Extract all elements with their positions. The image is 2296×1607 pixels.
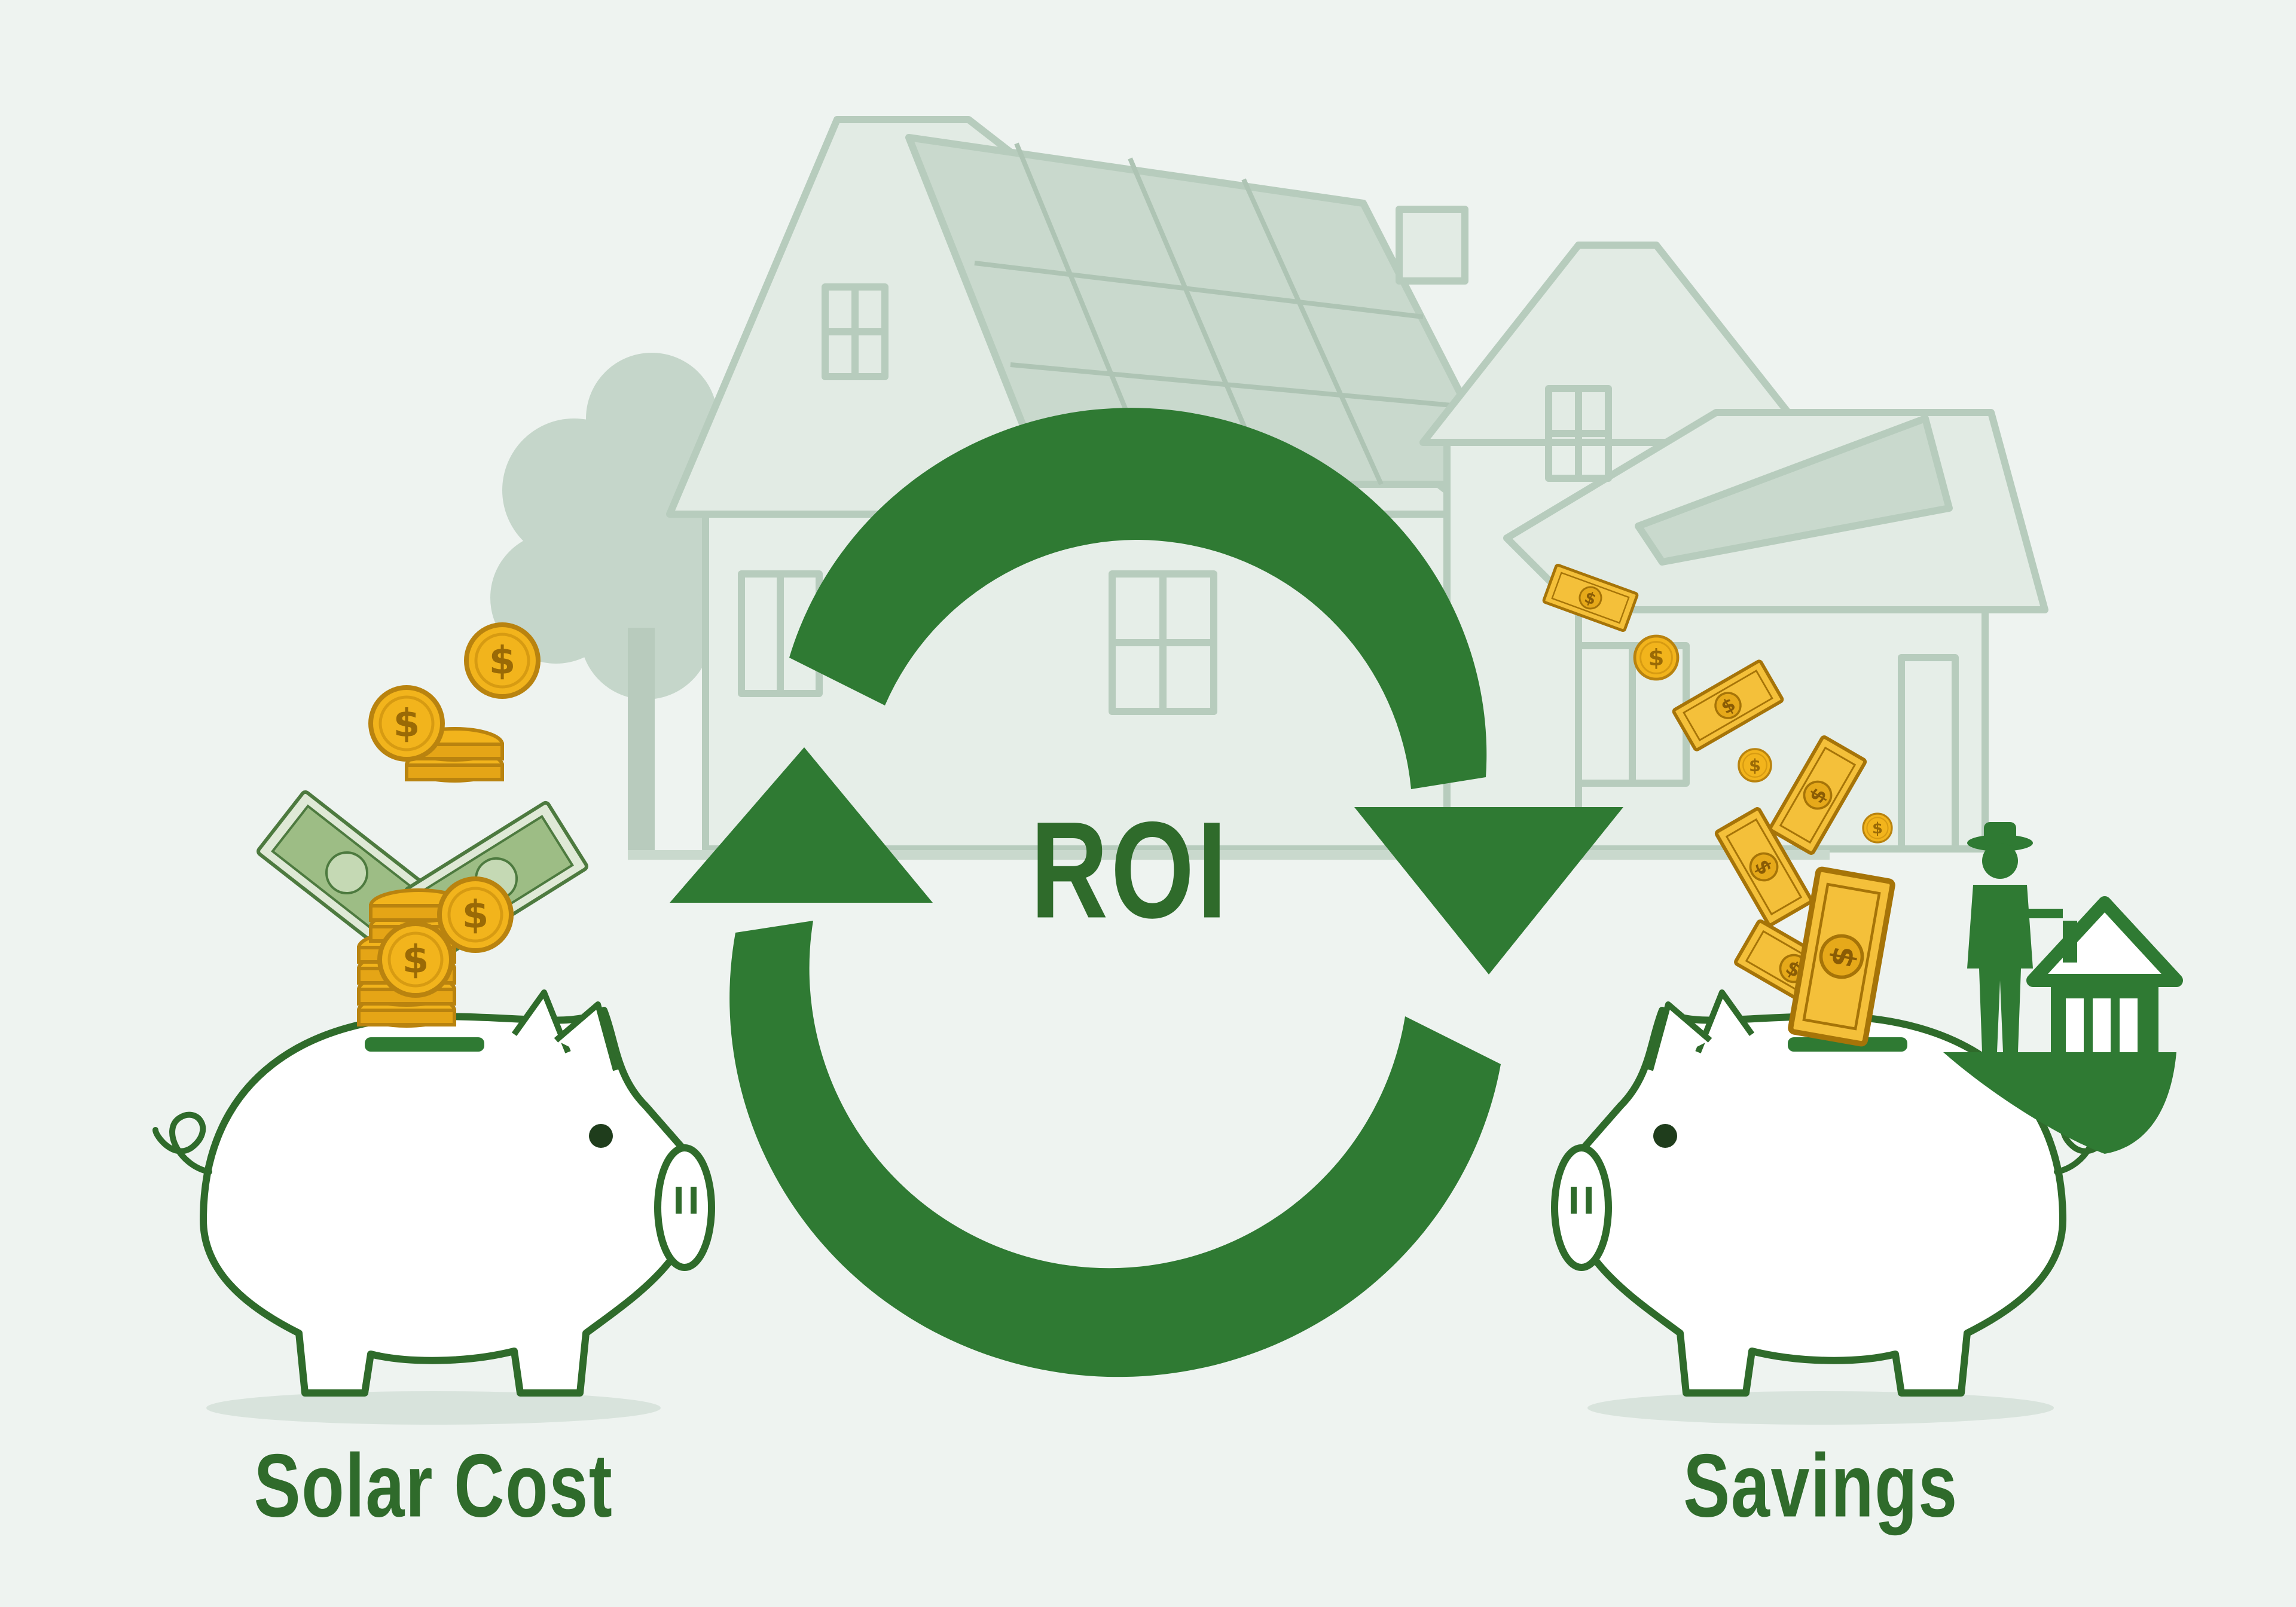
tree-icon (490, 353, 780, 855)
piggy-bank-icon (1551, 989, 2176, 1425)
savings-label: Savings (1683, 1435, 1958, 1536)
solar-cost-label: Solar Cost (254, 1435, 613, 1536)
house-with-solar-panels-icon (628, 116, 2048, 860)
roi-label: ROI (1030, 793, 1230, 947)
piggy-bank-icon (152, 989, 715, 1425)
house-silhouette-icon (2026, 896, 2183, 1052)
person-silhouette-icon (1967, 822, 2063, 1052)
cycle-arrows-icon (670, 408, 1623, 1377)
